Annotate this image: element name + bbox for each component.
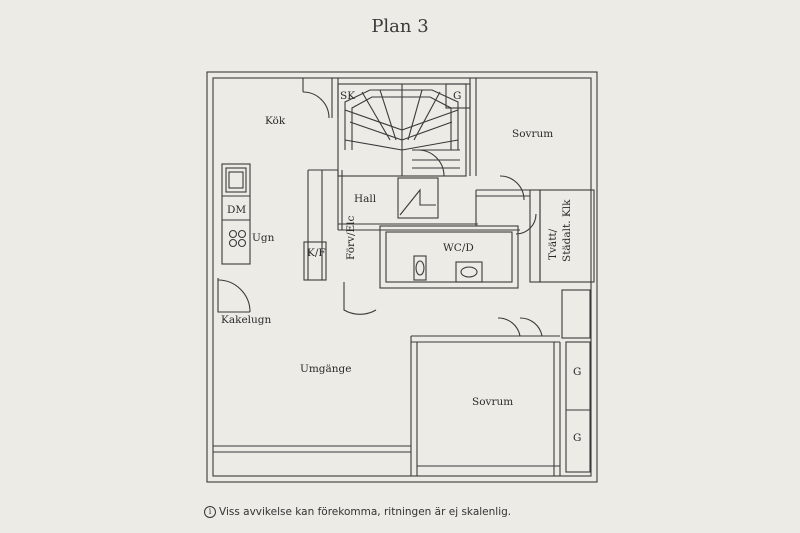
room-label-dm: DM	[227, 204, 246, 216]
room-label-hall: Hall	[354, 193, 377, 205]
room-label-stadalt: Städalt. Klk	[561, 199, 573, 262]
footnote-text: Viss avvikelse kan förekomma, ritningen …	[219, 506, 512, 518]
room-label-g-right-1: G	[573, 366, 581, 378]
room-label-sovrum-bottom: Sovrum	[472, 396, 513, 408]
plan-title: Plan 3	[371, 16, 429, 37]
info-icon: i	[204, 506, 216, 518]
room-label-tvatt: Tvätt/	[547, 228, 559, 260]
walls	[206, 71, 598, 483]
room-label-sovrum-top: Sovrum	[512, 128, 553, 140]
room-label-forv-elc: Förv/Elc	[345, 215, 357, 260]
footnote: i Viss avvikelse kan förekomma, ritninge…	[204, 506, 511, 518]
room-label-kakelugn: Kakelugn	[221, 314, 272, 326]
room-label-kok: Kök	[265, 115, 286, 127]
room-label-g-top: G	[453, 90, 461, 102]
room-label-g-right-2: G	[573, 432, 581, 444]
room-label-ugn: Ugn	[252, 232, 275, 244]
room-label-wcd: WC/D	[443, 242, 474, 254]
room-label-sk: SK	[340, 90, 355, 102]
room-label-umgange: Umgänge	[300, 363, 352, 375]
room-label-kf: K/F	[307, 247, 326, 259]
